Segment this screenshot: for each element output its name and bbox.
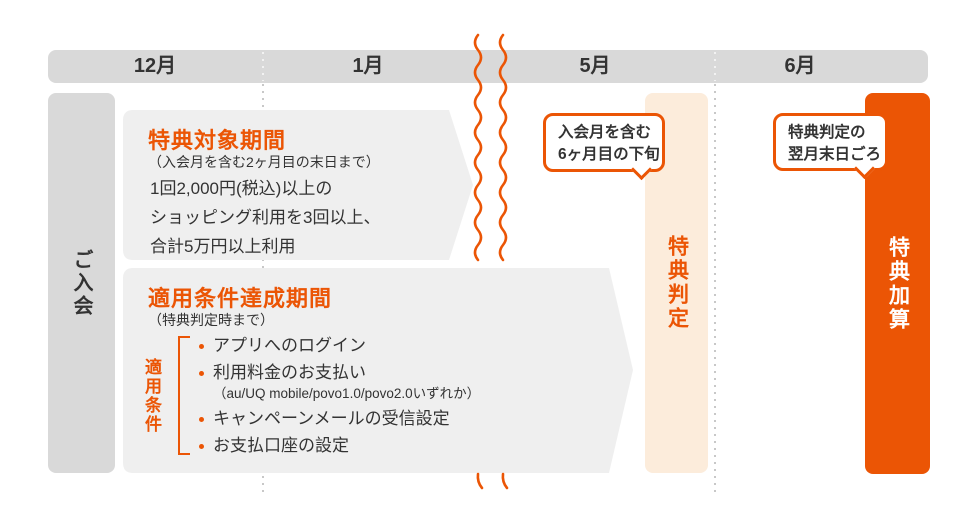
bullet-dot-icon <box>199 444 204 449</box>
month-label-may: 5月 <box>579 55 611 77</box>
callout-text-line: 翌月末日ごろ <box>788 146 882 163</box>
conditions-bracket <box>178 336 190 455</box>
condition-item-note: （au/UQ mobile/povo1.0/povo2.0いずれか） <box>213 386 481 401</box>
month-label-june: 6月 <box>784 55 816 77</box>
condition-item-text: アプリへのログイン <box>213 336 366 355</box>
benefit-judgement-label: 特典判定 <box>665 235 689 331</box>
benefit-target-period-box: 特典対象期間 （入会月を含む2ヶ月目の末日まで） 1回2,000円(税込)以上の… <box>123 110 473 260</box>
benefit-target-period-title: 特典対象期間 <box>148 128 287 153</box>
benefit-target-period-conditions: 1回2,000円(税込)以上の ショッピング利用を3回以上、 合計5万円以上利用 <box>150 174 380 261</box>
applicable-conditions-side-label: 適用条件 <box>142 357 161 434</box>
condition-item-text: お支払口座の設定 <box>213 436 349 455</box>
timeline-header-bar <box>48 50 928 83</box>
condition-item-text: 利用料金のお支払い <box>213 363 366 382</box>
month-divider-dotted-line-header <box>714 52 716 81</box>
condition-item-text: キャンペーンメールの受信設定 <box>213 409 450 428</box>
entry-bar: ご入会 <box>48 93 115 473</box>
arrow-box-shape <box>123 110 473 260</box>
callout-text-line: 特典判定の <box>788 124 866 141</box>
entry-bar-label: ご入会 <box>70 248 92 318</box>
month-label-january: 1月 <box>352 55 384 77</box>
month-divider-dotted-line-header <box>262 52 264 81</box>
conditions-list: アプリへのログイン 利用料金のお支払い （au/UQ mobile/povo1.… <box>198 334 480 457</box>
bullet-dot-icon <box>199 417 204 422</box>
callout-text-line: 6ヶ月目の下旬 <box>558 146 660 163</box>
month-divider-dotted-line <box>714 84 716 497</box>
arrow-box-shape <box>123 268 633 473</box>
condition-achievement-period-title: 適用条件達成期間 <box>148 286 333 311</box>
applicable-conditions-group: 適用条件 アプリへのログイン 利用料金のお支払い （au/UQ mobile/p… <box>139 334 480 457</box>
condition-item: 利用料金のお支払い <box>198 362 480 384</box>
condition-line: 1回2,000円(税込)以上の <box>150 179 333 198</box>
month-label-december: 12月 <box>133 55 177 77</box>
grant-timing-callout: 特典判定の 翌月末日ごろ <box>773 113 888 171</box>
condition-item: アプリへのログイン <box>198 335 480 357</box>
condition-item: キャンペーンメールの受信設定 <box>198 408 480 430</box>
judgement-timing-callout: 入会月を含む 6ヶ月目の下旬 <box>543 113 665 172</box>
condition-line: ショッピング利用を3回以上、 <box>150 208 381 227</box>
condition-line: 合計5万円以上利用 <box>150 237 296 256</box>
condition-achievement-period-subtitle: （特典判定時まで） <box>148 312 274 328</box>
condition-achievement-period-box: 適用条件達成期間 （特典判定時まで） 適用条件 アプリへのログイン 利用料金のお… <box>123 268 633 473</box>
condition-item: お支払口座の設定 <box>198 435 480 457</box>
benefit-judgement-bar: 特典判定 <box>645 93 708 473</box>
bullet-dot-icon <box>199 344 204 349</box>
benefit-target-period-subtitle: （入会月を含む2ヶ月目の末日まで） <box>148 154 380 170</box>
benefit-grant-label: 特典加算 <box>886 235 910 332</box>
callout-text-line: 入会月を含む <box>558 124 652 141</box>
bullet-dot-icon <box>199 371 204 376</box>
